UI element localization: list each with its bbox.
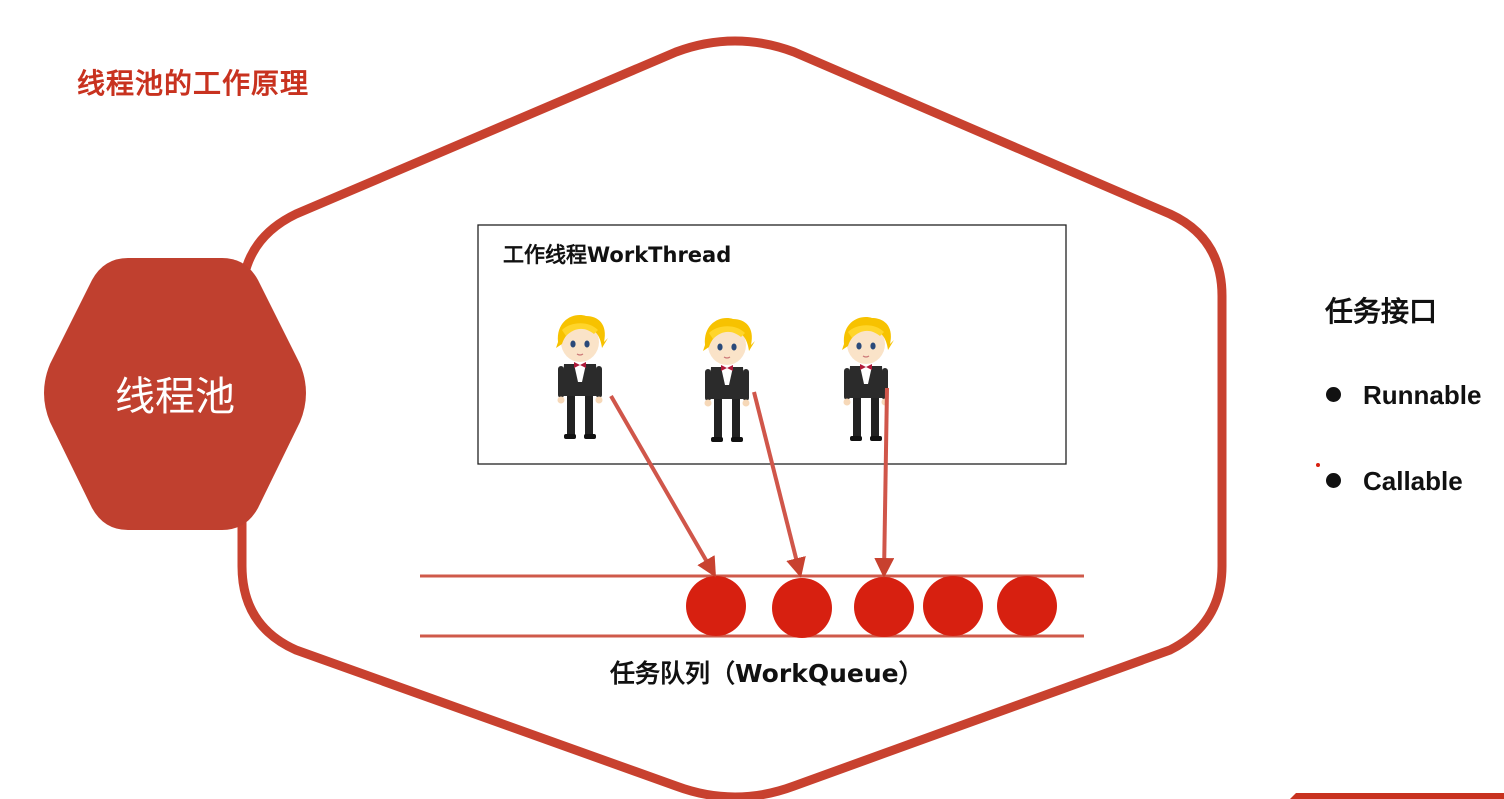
interface-item-callable: Callable [1326,466,1463,497]
worker-box-title: 工作线程WorkThread [503,239,731,269]
pool-label: 线程池 [60,364,290,422]
task-circle [772,578,832,638]
interface-item-label: Callable [1363,466,1463,496]
stray-dot [1316,463,1320,467]
page-title: 线程池的工作原理 [77,62,309,102]
bullet-icon [1326,473,1341,488]
task-circle [923,576,983,636]
queue-label: 任务队列（WorkQueue） [610,654,924,690]
interface-item-label: Runnable [1363,380,1481,410]
task-circle [854,577,914,637]
task-circle [686,576,746,636]
task-circle [997,576,1057,636]
bullet-icon [1326,387,1341,402]
corner-fragment [1290,793,1504,799]
task-interface-title: 任务接口 [1325,290,1437,330]
interface-item-runnable: Runnable [1326,380,1481,411]
